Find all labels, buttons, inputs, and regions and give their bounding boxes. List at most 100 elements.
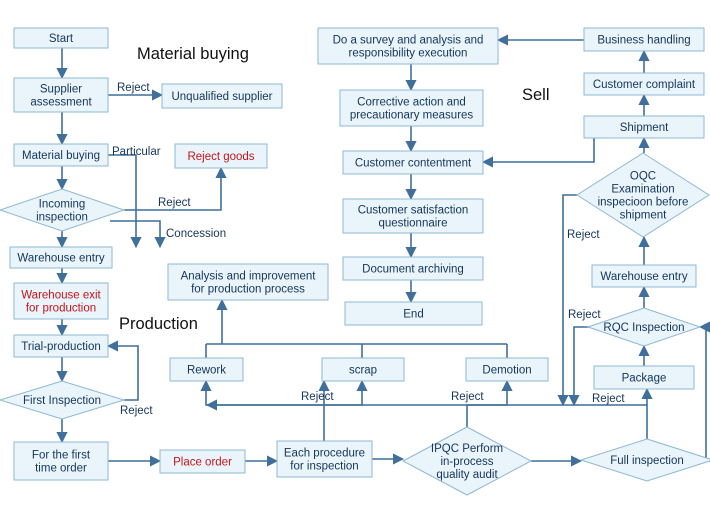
node-text: inspecioon before <box>598 197 689 209</box>
label-reject-procedure: Reject <box>301 391 334 403</box>
node-text: questionnaire <box>378 218 447 230</box>
node-document-archiving: Document archiving <box>342 256 484 281</box>
node-box <box>13 441 109 481</box>
decision-diamond <box>576 152 710 238</box>
edge-ipqc-reject-up <box>466 379 513 427</box>
edge-full-reject-loop <box>698 321 710 462</box>
node-text: Shipment <box>620 122 669 134</box>
node-text: Trial-production <box>21 341 100 353</box>
node-text: Place order <box>173 457 232 469</box>
edge-material-particular-to-warehouse <box>108 154 142 249</box>
label-reject-supplier: Reject <box>117 82 150 94</box>
node-text: For the first <box>32 450 91 462</box>
node-text: Start <box>49 33 74 45</box>
node-text: Material buying <box>22 150 100 162</box>
node-text: Each procedure <box>284 448 365 460</box>
node-text: Corrective action and <box>357 97 466 109</box>
node-text: Customer complaint <box>593 79 696 91</box>
node-text: Warehouse exit <box>21 290 101 302</box>
node-box <box>317 27 499 65</box>
decision-diamond <box>579 438 710 482</box>
node-text: Package <box>622 373 667 385</box>
decision-diamond <box>401 426 533 496</box>
node-box <box>583 27 705 52</box>
section-titles: Material buying Sell Production <box>119 45 550 333</box>
node-box <box>13 334 109 358</box>
node-box <box>342 198 484 234</box>
node-text: assessment <box>30 97 92 109</box>
label-reject-incoming: Reject <box>158 197 191 209</box>
node-text: Supplier <box>40 84 82 96</box>
node-text: responsibility execution <box>349 48 468 60</box>
node-package: Package <box>593 365 695 390</box>
node-text: for production process <box>191 284 305 296</box>
edge-incoming-reject-to-goods <box>124 166 227 211</box>
node-warehouse-entry-left: Warehouse entry <box>9 246 113 269</box>
node-text: time order <box>35 463 87 475</box>
node-box <box>321 357 405 382</box>
node-text: for inspection <box>290 461 358 473</box>
label-particular: Particular <box>112 146 161 158</box>
node-full-inspection: Full inspection <box>579 438 710 482</box>
node-text: Examination <box>611 184 674 196</box>
node-text: RQC Inspection <box>603 322 684 334</box>
edge-incoming-concession-to-warehouse <box>110 220 166 249</box>
node-text: Demotion <box>482 365 531 377</box>
node-reject-goods: Reject goods <box>174 143 268 169</box>
node-text: IPQC Perform <box>431 443 503 455</box>
node-box <box>583 115 705 139</box>
node-text: Analysis and improvement <box>181 271 317 283</box>
node-text: shipment <box>620 210 667 222</box>
node-box <box>339 89 484 127</box>
node-text: quality audit <box>436 469 498 481</box>
decision-diamond <box>586 307 702 347</box>
section-material-buying: Material buying <box>137 45 249 63</box>
label-reject-oqc: Reject <box>567 229 600 241</box>
section-sell: Sell <box>522 86 550 104</box>
connector-labels: RejectParticularRejectConcessionRejectRe… <box>112 82 625 417</box>
node-text: Unqualified supplier <box>171 91 272 103</box>
node-box <box>13 27 109 49</box>
node-end: End <box>344 301 483 326</box>
label-reject-rqc: Reject <box>568 309 601 321</box>
node-text: inspection <box>36 212 88 224</box>
node-box <box>161 83 283 109</box>
edge-first-reject-loop <box>106 340 139 401</box>
node-text: Full inspection <box>610 455 684 467</box>
node-unqualified-supplier: Unqualified supplier <box>161 83 283 109</box>
node-box <box>465 357 549 382</box>
node-box <box>593 365 695 390</box>
node-customer-contentment: Customer contentment <box>342 150 484 175</box>
node-demotion: Demotion <box>465 357 549 382</box>
node-text: Warehouse entry <box>600 271 687 283</box>
node-rework: Rework <box>169 357 244 382</box>
node-customer-complaint: Customer complaint <box>583 72 705 96</box>
node-text: Incoming <box>39 199 86 211</box>
label-reject-package: Reject <box>592 393 625 405</box>
node-text: for production <box>26 303 96 315</box>
node-rqc-inspection: RQC Inspection <box>586 307 702 347</box>
node-scrap: scrap <box>321 357 405 382</box>
node-box <box>167 263 329 301</box>
node-text: Document archiving <box>362 264 464 276</box>
label-reject-ipqc: Reject <box>451 391 484 403</box>
node-business-handling: Business handling <box>583 27 705 52</box>
node-box <box>13 143 109 167</box>
decision-diamond <box>0 380 126 420</box>
node-text: scrap <box>349 365 377 377</box>
node-box <box>276 440 373 478</box>
node-text: Warehouse entry <box>17 253 104 265</box>
node-text: First Inspection <box>23 395 101 407</box>
edge-oqc-reject-down <box>557 194 577 407</box>
node-trial-production: Trial-production <box>13 334 109 358</box>
label-concession: Concession <box>166 228 226 240</box>
